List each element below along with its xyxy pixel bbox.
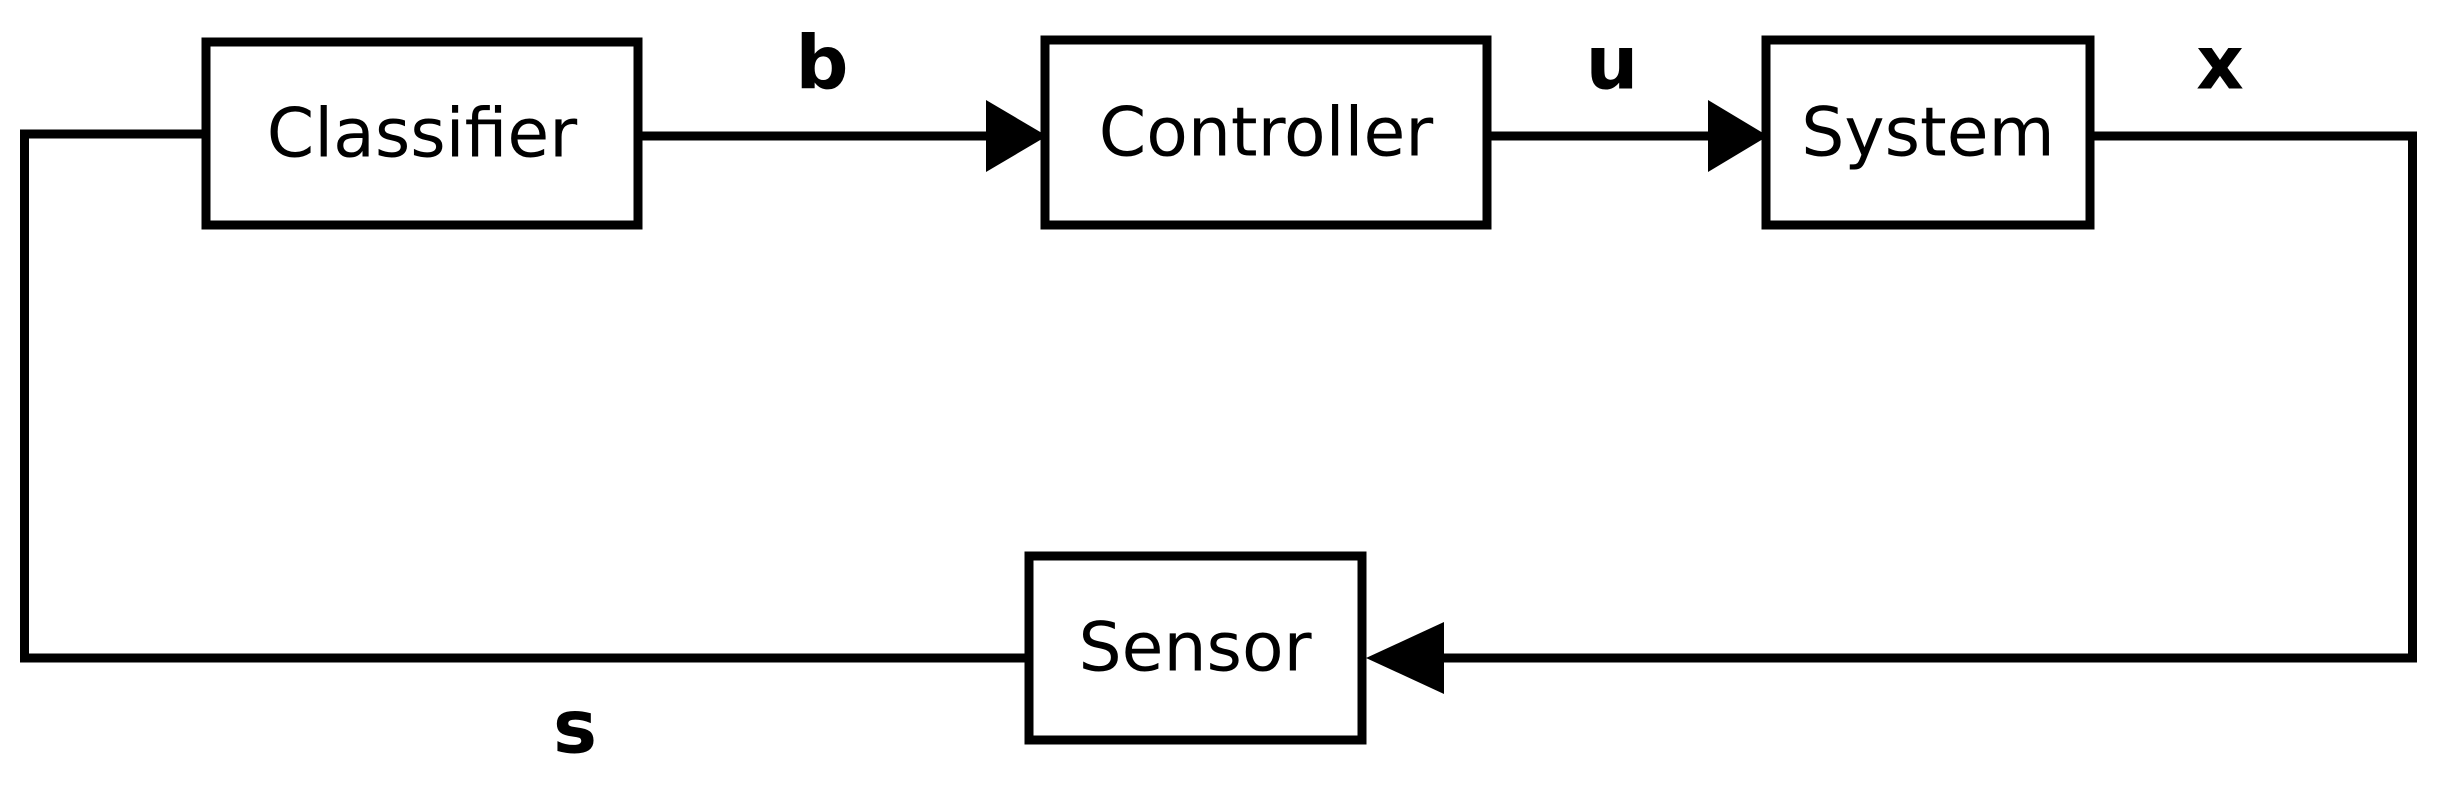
arrowhead-into-system <box>1708 100 1768 172</box>
arrowhead-into-sensor <box>1366 622 1444 694</box>
block-sensor[interactable]: Sensor <box>1024 551 1367 745</box>
signal-label-x: x <box>2196 21 2244 107</box>
signal-label-s: s <box>553 685 597 771</box>
arrowhead-into-controller <box>986 100 1047 172</box>
controller-box[interactable] <box>1040 35 1492 230</box>
signal-label-b: b <box>796 21 849 107</box>
classifier-box[interactable] <box>201 37 643 230</box>
connection-system-to-sensor <box>1440 131 2417 663</box>
block-controller[interactable]: Controller <box>1040 35 1492 230</box>
sensor-box[interactable] <box>1024 551 1367 745</box>
sensor-label: Sensor <box>1078 609 1311 688</box>
system-label: System <box>1801 94 2055 173</box>
classifier-label: Classifier <box>267 95 577 174</box>
block-classifier[interactable]: Classifier <box>201 37 643 230</box>
block-system[interactable]: System <box>1761 35 2095 230</box>
signal-label-u: u <box>1586 21 1639 107</box>
system-box[interactable] <box>1761 35 2095 230</box>
controller-label: Controller <box>1099 94 1434 173</box>
connection-sensor-to-classifier <box>20 129 1029 663</box>
